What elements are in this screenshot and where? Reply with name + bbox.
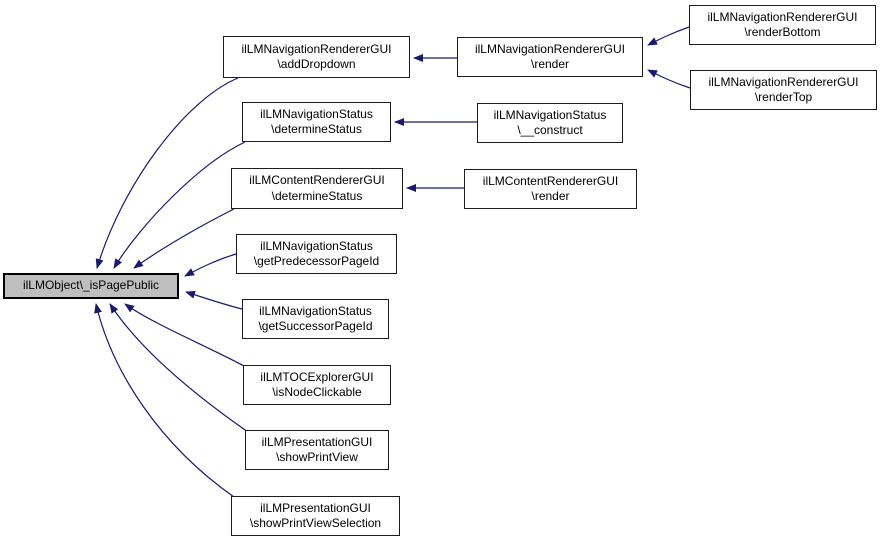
graph-node-label: ilLMNavigationRendererGUI (241, 41, 392, 56)
edge-addDropdown-to-isPagePublic (95, 77, 239, 269)
edge-showPrintView-to-isPagePublic (109, 303, 249, 433)
graph-node-label: \renderBottom (744, 25, 821, 39)
edge-renderTop-to-navRender (647, 69, 691, 89)
edge-isNodeClickable-to-isPagePublic (124, 303, 247, 368)
graph-node-label: ilLMNavigationRendererGUI (474, 41, 626, 56)
graph-node-label: \getSuccessorPageId (258, 319, 373, 333)
graph-node-label: ilLMNavigationRendererGUI (708, 74, 859, 89)
graph-node-navStatusConstruct[interactable]: ilLMNavigationStatus\__construct (477, 103, 623, 143)
graph-node-label: ilLMObject\_isPagePublic (22, 278, 160, 293)
graph-node-label: \__construct (517, 123, 583, 137)
graph-node-label: ilLMNavigationRendererGUI (707, 9, 858, 24)
graph-node-isNodeClickable[interactable]: ilLMTOCExplorerGUI\isNodeClickable (243, 365, 391, 405)
graph-node-renderTop[interactable]: ilLMNavigationRendererGUI\renderTop (690, 70, 877, 110)
graph-node-label: \renderTop (754, 90, 813, 104)
graph-node-label: \addDropdown (277, 57, 356, 71)
edge-contentDetermineStatus-to-isPagePublic (133, 208, 235, 269)
graph-node-label: \render (531, 189, 570, 203)
edge-showPrintViewSelection-to-isPagePublic (94, 303, 235, 498)
graph-node-label: ilLMNavigationStatus (260, 106, 373, 121)
graph-node-label: ilLMNavigationStatus (260, 238, 373, 253)
graph-node-getPredecessorPageId[interactable]: ilLMNavigationStatus\getPredecessorPageI… (236, 234, 397, 274)
graph-node-navRender[interactable]: ilLMNavigationRendererGUI\render (457, 37, 643, 77)
edge-getPredecessorPageId-to-isPagePublic (184, 253, 237, 277)
graph-node-label: \determineStatus (271, 122, 362, 136)
graph-node-addDropdown[interactable]: ilLMNavigationRendererGUI\addDropdown (223, 36, 410, 78)
graph-node-isPagePublic: ilLMObject\_isPagePublic (3, 273, 179, 299)
graph-node-label: \isNodeClickable (272, 385, 362, 399)
edge-navDetermineStatus-to-isPagePublic (113, 141, 246, 269)
graph-node-label: ilLMTOCExplorerGUI (260, 369, 374, 384)
graph-node-contentDetermineStatus[interactable]: ilLMContentRendererGUI\determineStatus (231, 168, 403, 209)
graph-node-label: ilLMContentRendererGUI (249, 173, 385, 188)
graph-node-label: \getPredecessorPageId (253, 254, 380, 268)
graph-node-label: ilLMPresentationGUI (260, 500, 371, 515)
graph-node-label: ilLMNavigationStatus (493, 107, 607, 122)
edge-getSuccessorPageId-to-isPagePublic (185, 290, 243, 310)
graph-node-navDetermineStatus[interactable]: ilLMNavigationStatus\determineStatus (242, 102, 391, 142)
graph-node-getSuccessorPageId[interactable]: ilLMNavigationStatus\getSuccessorPageId (242, 299, 389, 339)
graph-node-label: \showPrintView (276, 450, 358, 464)
graph-node-label: ilLMContentRendererGUI (482, 173, 619, 188)
graph-node-label: ilLMNavigationStatus (259, 303, 372, 318)
graph-node-label: \render (530, 57, 570, 71)
graph-node-showPrintView[interactable]: ilLMPresentationGUI\showPrintView (245, 430, 389, 470)
graph-node-label: \determineStatus (271, 188, 363, 203)
graph-node-label: ilLMPresentationGUI (261, 434, 373, 449)
edge-renderBottom-to-navRender (647, 26, 690, 46)
graph-node-showPrintViewSelection[interactable]: ilLMPresentationGUI\showPrintViewSelecti… (231, 496, 400, 536)
graph-node-renderBottom[interactable]: ilLMNavigationRendererGUI\renderBottom (689, 5, 876, 45)
graph-node-label: \showPrintViewSelection (249, 516, 382, 530)
graph-node-contentRender[interactable]: ilLMContentRendererGUI\render (464, 169, 637, 209)
